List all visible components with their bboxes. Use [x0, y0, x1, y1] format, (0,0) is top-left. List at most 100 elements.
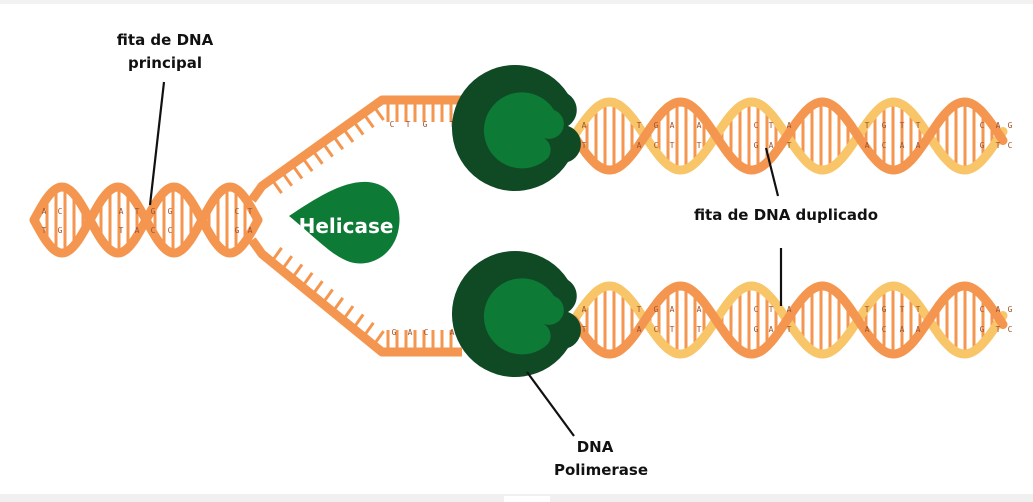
base-letter-main-top: T [135, 207, 140, 216]
dup-top-strand-front [569, 97, 1008, 175]
base-letter-dup-bottom: G [882, 305, 887, 314]
base-letter-dup-bottom: A [916, 325, 921, 334]
label-polymerase-line2: Polimerase [554, 461, 648, 479]
base-letter-dup-top: A [996, 121, 1001, 130]
main-dna-helix [29, 182, 263, 258]
base-letter-dup-bottom: A [787, 305, 792, 314]
base-letter-main-bottom: G [235, 226, 240, 235]
base-letter-dup-top: C [654, 141, 659, 150]
base-letter-dup-top: G [1008, 121, 1013, 130]
base-letter-main-bottom: C [168, 226, 173, 235]
base-letter-fork-top: T [406, 120, 411, 129]
base-letter-dup-bottom: C [980, 305, 985, 314]
base-letter-main-top: G [168, 207, 173, 216]
base-letter-dup-bottom: T [865, 305, 870, 314]
base-letter-dup-bottom: C [654, 325, 659, 334]
base-letter-dup-top: T [900, 121, 905, 130]
base-letter-dup-top: A [916, 141, 921, 150]
base-letter-dup-top: G [980, 141, 985, 150]
fork-rung [341, 127, 355, 143]
base-letter-dup-top: A [900, 141, 905, 150]
base-letter-dup-bottom: T [900, 305, 905, 314]
fork-rung [331, 296, 345, 313]
base-letter-dup-top: A [637, 141, 642, 150]
replication-fork [248, 95, 462, 357]
base-letter-main-top: C [58, 207, 63, 216]
base-letter-dup-top: T [582, 141, 587, 150]
base-letter-dup-top: T [996, 141, 1001, 150]
dna-polymerase-top [451, 65, 581, 191]
dup-bottom-strand-front [569, 281, 1008, 359]
base-letter-dup-top: T [670, 141, 675, 150]
base-letter-dup-bottom: C [1008, 325, 1013, 334]
base-letter-dup-bottom: T [916, 305, 921, 314]
base-letter-dup-bottom: G [654, 305, 659, 314]
base-letter-fork-bottom: G [392, 328, 397, 337]
base-letter-dup-top: G [754, 141, 759, 150]
fork-rung [280, 255, 294, 272]
base-letter-dup-bottom: T [787, 325, 792, 334]
base-letter-fork-bottom: A [450, 328, 455, 337]
base-letter-dup-bottom: T [996, 325, 1001, 334]
duplicated-helix-bottom [569, 281, 1008, 359]
base-letter-main-top: T [248, 207, 253, 216]
base-letter-fork-bottom: C [424, 328, 429, 337]
fork-rung [290, 263, 304, 280]
base-letter-dup-bottom: T [582, 325, 587, 334]
fork-rung [372, 330, 385, 347]
base-letter-dup-top: G [882, 121, 887, 130]
label-polymerase-line1: DNA [577, 438, 614, 456]
base-letter-dup-top: A [787, 121, 792, 130]
dna-polymerase-bottom [451, 251, 581, 377]
bottom-bar [0, 494, 1033, 502]
pointer-polymerase [526, 371, 575, 437]
bottom-bar-tab [504, 496, 550, 502]
base-letter-dup-top: C [754, 121, 759, 130]
fork-rung [300, 271, 314, 288]
fork-rung [311, 280, 324, 297]
base-letter-dup-top: T [637, 121, 642, 130]
base-letter-dup-bottom: T [637, 305, 642, 314]
base-letter-dup-bottom: C [754, 305, 759, 314]
base-letter-dup-top: C [882, 141, 887, 150]
fork-rung [341, 305, 355, 322]
base-letter-dup-top: T [769, 121, 774, 130]
base-letter-main-bottom: C [151, 226, 156, 235]
fork-rung [351, 313, 365, 330]
fork-rung [311, 149, 324, 165]
base-letter-main-bottom: G [58, 226, 63, 235]
base-letter-dup-bottom: A [637, 325, 642, 334]
base-letter-dup-top: C [980, 121, 985, 130]
base-letter-dup-top: A [670, 121, 675, 130]
base-letter-main-top: A [42, 207, 47, 216]
base-letter-main-top: G [151, 207, 156, 216]
base-letter-main-bottom: T [42, 226, 47, 235]
label-main-strand-line1: fita de DNA [117, 31, 214, 49]
top-border [0, 0, 1033, 4]
base-letter-dup-bottom: A [697, 305, 702, 314]
label-main-strand-line2: principal [128, 54, 202, 72]
main-strand-front [29, 182, 263, 258]
base-letter-main-top: A [119, 207, 124, 216]
base-letter-dup-bottom: G [980, 325, 985, 334]
fork-rung [362, 112, 375, 129]
pointer-main-strand [148, 81, 166, 206]
fork-rung [372, 105, 385, 121]
base-letter-dup-bottom: G [754, 325, 759, 334]
base-letter-dup-top: A [697, 121, 702, 130]
base-letter-dup-top: C [1008, 141, 1013, 150]
base-letter-dup-top: T [697, 141, 702, 150]
base-letter-main-bottom: A [248, 226, 253, 235]
fork-rung [362, 321, 375, 338]
base-letter-dup-bottom: T [697, 325, 702, 334]
fork-rung [290, 163, 304, 180]
base-letter-dup-top: A [865, 141, 870, 150]
helicase-label: Helicase [299, 214, 394, 238]
pointer-duplicated-top [764, 147, 780, 197]
base-letter-main-bottom: T [119, 226, 124, 235]
base-letter-dup-bottom: C [882, 325, 887, 334]
base-letter-main-bottom: A [135, 226, 140, 235]
base-letter-dup-top: A [769, 141, 774, 150]
